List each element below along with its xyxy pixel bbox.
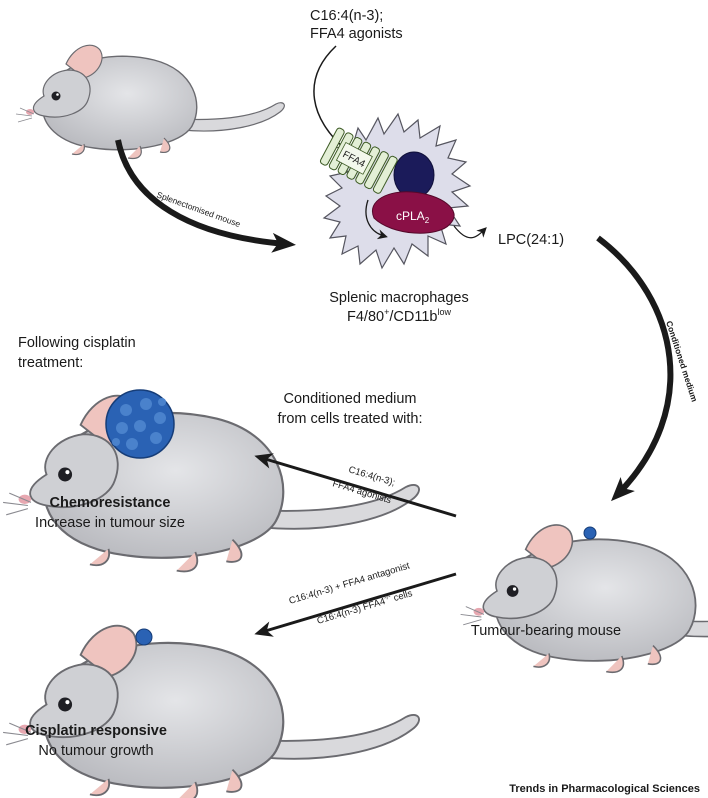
cisplatin-responsive-mouse-illustration <box>2 624 421 798</box>
tumour-texture <box>112 398 166 450</box>
nucleus <box>393 151 435 199</box>
cisplatin-responsive-subtitle: No tumour growth <box>38 743 153 759</box>
macrophage-caption-line2: F4/80+/CD11blow <box>347 307 451 325</box>
medium-note-line2: from cells treated with: <box>277 411 422 427</box>
cisplatin-note-line2: treatment: <box>18 355 83 371</box>
small-tumour-responsive <box>135 628 153 646</box>
top-stimulus-line2: FFA4 agonists <box>310 26 403 42</box>
arrow-splenectomised <box>115 139 296 253</box>
lpc-label: LPC(24:1) <box>498 232 564 248</box>
arrow-receptor-to-cpla2 <box>365 199 388 240</box>
tumour-mouse-label: Tumour-bearing mouse <box>471 623 621 639</box>
cpla2-label: cPLA2 <box>396 209 430 225</box>
small-tumour-bearing <box>583 526 597 540</box>
arrow-to-cisplatin-responsive <box>254 572 457 637</box>
tumour-bearing-mouse-illustration <box>459 524 708 674</box>
cisplatin-responsive-title: Cisplatin responsive <box>25 723 167 739</box>
ffa4-receptor-icon: FFA4 <box>319 127 398 194</box>
chemoresistance-title: Chemoresistance <box>50 495 171 511</box>
medium-note-line1: Conditioned medium <box>284 391 417 407</box>
macrophage-caption-line1: Splenic macrophages <box>329 290 468 306</box>
cisplatin-note-line1: Following cisplatin <box>18 335 136 351</box>
chemoresistance-subtitle: Increase in tumour size <box>35 515 185 531</box>
arrow-to-chemoresistance <box>254 453 457 518</box>
arrow-cpla2-to-lpc <box>453 225 487 239</box>
cpla2-enzyme-shape <box>371 191 455 234</box>
top-stimulus-line1: C16:4(n-3); <box>310 8 383 24</box>
arrow-conditioned-medium <box>596 235 674 502</box>
journal-credit: Trends in Pharmacological Sciences <box>509 783 700 795</box>
splenectomised-mouse-illustration <box>15 44 286 160</box>
